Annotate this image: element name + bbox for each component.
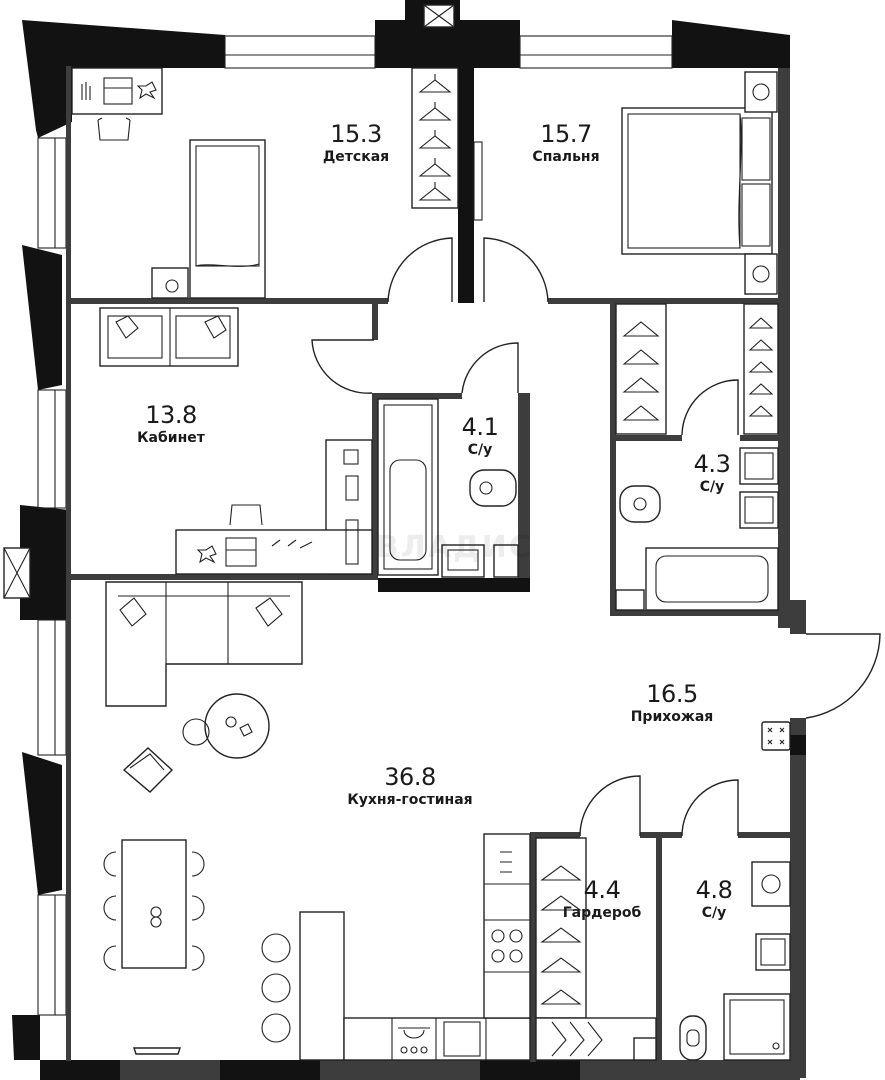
room-label-wardrobe: 4.4 Гардероб (563, 878, 642, 920)
room-area: 16.5 (646, 680, 698, 708)
childroom-furniture (71, 67, 483, 299)
living-furniture (103, 581, 345, 1061)
room-area: 13.8 (145, 401, 197, 429)
room-name: С/у (699, 479, 725, 495)
watermark: ВЛАДИС (376, 530, 533, 565)
room-area: 4.8 (695, 876, 733, 904)
kitchen-fixtures (343, 833, 531, 1061)
room-name: Детская (322, 149, 390, 165)
room-name: С/у (467, 442, 493, 458)
office-furniture (99, 307, 373, 575)
bathroom2-fixtures (615, 447, 779, 611)
room-label-bathroom1: 4.1 С/у (462, 415, 499, 457)
room-name: Кабинет (137, 430, 205, 446)
room-label-office: 13.8 Кабинет (137, 403, 205, 445)
room-name: С/у (701, 905, 727, 921)
bedroom-furniture (615, 71, 779, 435)
room-label-bedroom: 15.7 Спальня (532, 122, 599, 164)
room-area: 4.1 (461, 413, 499, 441)
room-area: 4.4 (583, 876, 621, 904)
room-name: Кухня-гостиная (347, 792, 473, 808)
room-area: 15.3 (330, 120, 382, 148)
doors (311, 237, 881, 837)
room-label-childroom: 15.3 Детская (323, 122, 389, 164)
room-label-kitchen-living: 36.8 Кухня-гостиная (347, 765, 472, 807)
interior-walls (66, 66, 800, 1062)
bathroom3-fixtures (679, 861, 791, 1061)
room-name: Спальня (532, 149, 600, 165)
room-label-bathroom3: 4.8 С/у (696, 878, 733, 920)
room-label-hallway: 16.5 Прихожая (631, 682, 714, 724)
room-area: 4.3 (693, 450, 731, 478)
room-area: 15.7 (540, 120, 592, 148)
room-label-bathroom2: 4.3 С/у (694, 452, 731, 494)
room-name: Прихожая (630, 709, 714, 725)
exterior-walls (3, 0, 806, 1080)
windows (37, 35, 673, 1016)
room-area: 36.8 (384, 763, 436, 791)
electrical-panel (761, 721, 791, 751)
wardrobe-fixtures (535, 837, 657, 1061)
room-name: Гардероб (562, 905, 642, 921)
bathroom1-fixtures (377, 398, 519, 578)
